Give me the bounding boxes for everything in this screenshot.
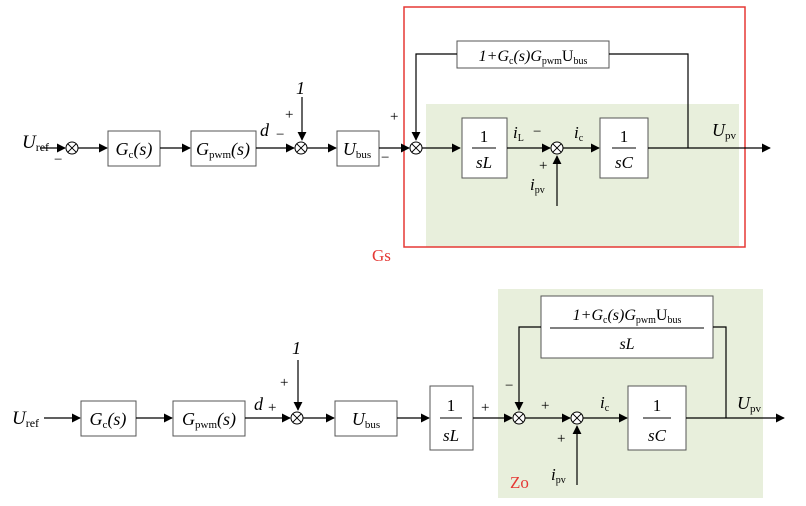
bottom-one-input: 1: [292, 338, 301, 358]
top-output-label: Upv: [712, 120, 737, 142]
bottom-ic-label: ic: [600, 393, 610, 414]
bottom-sum-junction-2: [512, 411, 526, 425]
sign: +: [280, 375, 288, 391]
top-il-label: iL: [513, 123, 524, 144]
top-input-label: Uref: [22, 132, 49, 154]
bottom-output-label: Upv: [737, 393, 762, 415]
bottom-duty-label: d: [254, 394, 264, 414]
bottom-inductor-den: sL: [443, 426, 459, 445]
sign: +: [557, 431, 565, 447]
bottom-inductor-num: 1: [447, 396, 456, 415]
bottom-ubus-label: Ubus: [352, 409, 380, 431]
sign: −: [381, 150, 389, 166]
top-sum-junction-4: [550, 141, 564, 155]
bottom-capacitor-den: sC: [648, 426, 667, 445]
bottom-sum-junction-1: [290, 411, 304, 425]
bottom-gc-label: Gc(s): [90, 409, 127, 431]
top-capacitor-den: sC: [615, 153, 634, 172]
sign: +: [268, 400, 276, 416]
top-ubus-label: Ubus: [343, 139, 371, 161]
sign: +: [285, 107, 293, 123]
top-gpwm-label: Gpwm(s): [196, 139, 250, 161]
top-inductor-num: 1: [480, 127, 489, 146]
sign: −: [505, 378, 513, 394]
sign: +: [541, 398, 549, 414]
bottom-feedback-num: 1+Gc(s)GpwmUbus: [573, 307, 682, 326]
sign: +: [481, 400, 489, 416]
top-duty-label: d: [260, 120, 270, 140]
top-feedback-block: [456, 40, 610, 69]
bottom-gpwm-label: Gpwm(s): [182, 409, 236, 431]
bottom-diagram: Zo Uref Gc(s) Gpwm(s) d + 1 + Ubus 1: [12, 289, 785, 498]
gs-label: Gs: [372, 246, 391, 265]
bottom-input-label: Uref: [12, 408, 39, 430]
top-ubus-block: [336, 130, 380, 167]
top-sum-junction-2: [294, 141, 308, 155]
top-inductor-den: sL: [476, 153, 492, 172]
zo-label: Zo: [510, 473, 529, 492]
bottom-gpwm-block: [172, 400, 246, 437]
bottom-capacitor-num: 1: [653, 396, 662, 415]
gs-frame: [403, 6, 746, 248]
sign: −: [533, 124, 541, 140]
top-ipv-label: ipv: [530, 175, 545, 196]
bottom-ipv-label: ipv: [551, 465, 566, 486]
top-sum-junction-3: [409, 141, 423, 155]
bottom-feedback-den: sL: [619, 336, 634, 353]
bottom-sum-junction-3: [570, 411, 584, 425]
top-sum-junction-1: [65, 141, 79, 155]
top-gc-block: [107, 130, 161, 167]
top-capacitor-num: 1: [620, 127, 629, 146]
top-one-input: 1: [296, 78, 305, 98]
top-gc-label: Gc(s): [116, 139, 153, 161]
bottom-ubus-block: [334, 400, 398, 437]
sign: +: [390, 109, 398, 125]
top-diagram: Gs Uref − Gc(s) Gpwm(s) d − 1: [22, 6, 771, 265]
top-feedback-label: 1+Gc(s)GpwmUbus: [479, 48, 588, 67]
sign: −: [276, 127, 284, 143]
top-ic-label: ic: [574, 123, 584, 144]
sign: −: [54, 152, 62, 168]
sign: +: [539, 158, 547, 174]
